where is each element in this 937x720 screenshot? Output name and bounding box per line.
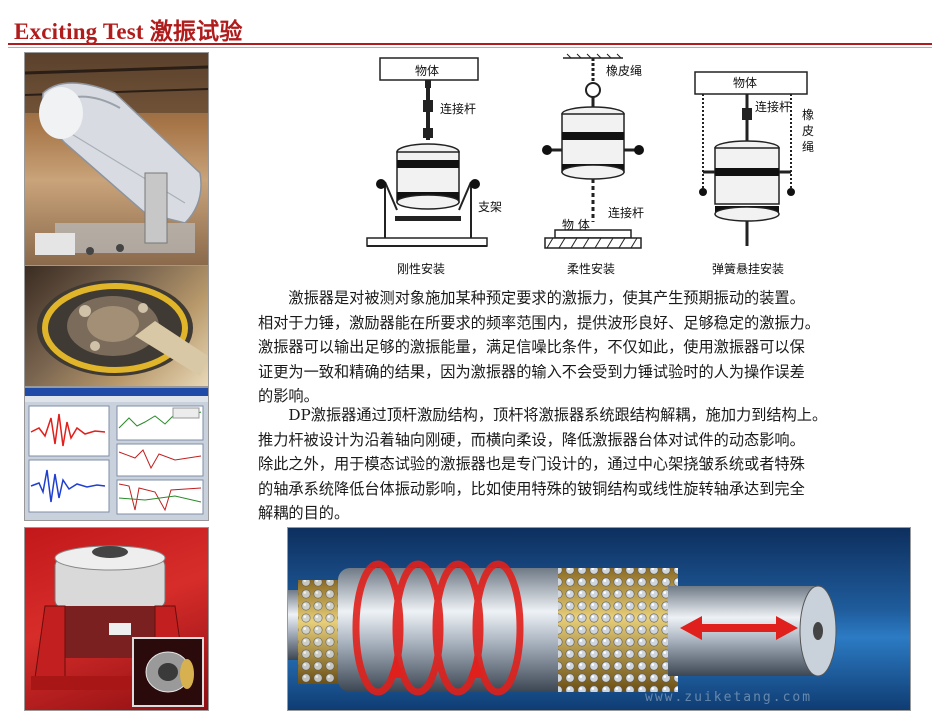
spring-rope-label-1: 橡	[802, 108, 815, 122]
flexible-mount-diagram	[542, 53, 644, 249]
aircraft-fuselage-photo	[24, 52, 209, 266]
flexible-rod-label: 连接杆	[608, 206, 645, 220]
paragraph-line: 的影响。	[258, 387, 319, 405]
spring-caption: 弹簧悬挂安装	[712, 262, 785, 276]
paragraph-line: 解耦的目的。	[258, 504, 350, 522]
paragraph-line: 相对于力锤，激励器能在所要求的频率范围内，提供波形良好、足够稳定的激振力。	[258, 313, 820, 332]
paragraph-line: DP激振器通过顶杆激励结构，顶杆将激振器系统跟结构解耦，施加力到结构上。	[258, 406, 828, 424]
watermark: www.zuiketang.com	[645, 690, 813, 705]
paragraph-line: 除此之外，用于模态试验的激振器也是专门设计的，通过中心架挠皱系统或者特殊	[258, 455, 805, 473]
title-rule-thin	[8, 47, 932, 48]
rigid-mount-diagram	[366, 57, 488, 247]
shaker-illustration	[31, 545, 204, 707]
modal-shaker-product-photo	[24, 527, 209, 711]
spring-rope-label-3: 绳	[802, 140, 815, 154]
linear-rotary-bearing-image	[287, 527, 911, 711]
analysis-window-illustration	[25, 388, 208, 515]
spring-rod-label: 连接杆	[755, 100, 792, 114]
rigid-rod-label: 连接杆	[440, 102, 477, 116]
rigid-caption: 刚性安装	[397, 262, 446, 276]
shaker-definition-paragraph: 激振器是对被测对象施加某种预定要求的激振力，使其产生预期振动的装置。 相对于力锤…	[258, 286, 918, 409]
bearing-illustration	[288, 560, 837, 696]
spring-rope-label-2: 皮	[802, 124, 815, 138]
paragraph-line: 激振器可以输出足够的激振能量，满足信噪比条件，不仅如此，使用激振器可以保	[258, 338, 805, 356]
spring-object-label: 物体	[733, 76, 758, 90]
vibration-analysis-software-screenshot	[24, 387, 209, 521]
paragraph-line: 证更为一致和精确的结果，因为激振器的输入不会受到力锤试验时的人为操作误差	[258, 362, 805, 381]
rigid-support-label: 支架	[478, 200, 503, 214]
mounting-methods-diagram	[366, 53, 808, 249]
rocket-engine-illustration	[37, 280, 208, 376]
flexible-caption: 柔性安装	[567, 262, 616, 276]
flexible-rope-label: 橡皮绳	[606, 64, 643, 78]
paragraph-line: 的轴承系统降低台体振动影响，比如使用特殊的铍铜结构或线性旋转轴承达到完全	[258, 479, 805, 498]
aircraft-fuselage-illustration	[25, 53, 208, 255]
flexible-object-label: 物 体	[562, 218, 590, 232]
title-rule	[8, 43, 932, 45]
paragraph-line: 激振器是对被测对象施加某种预定要求的激振力，使其产生预期振动的装置。	[258, 289, 805, 307]
page-title: Exciting Test 激振试验	[14, 19, 243, 44]
rocket-engine-photo	[24, 265, 209, 387]
paragraph-line: 推力杆被设计为沿着轴向刚硬，而横向柔设，降低激振器台体对试件的动态影响。	[258, 430, 805, 449]
rigid-object-label: 物体	[415, 64, 440, 78]
spring-suspension-diagram	[694, 71, 808, 246]
dp-shaker-paragraph: DP激振器通过顶杆激励结构，顶杆将激振器系统跟结构解耦，施加力到结构上。 推力杆…	[258, 403, 918, 526]
